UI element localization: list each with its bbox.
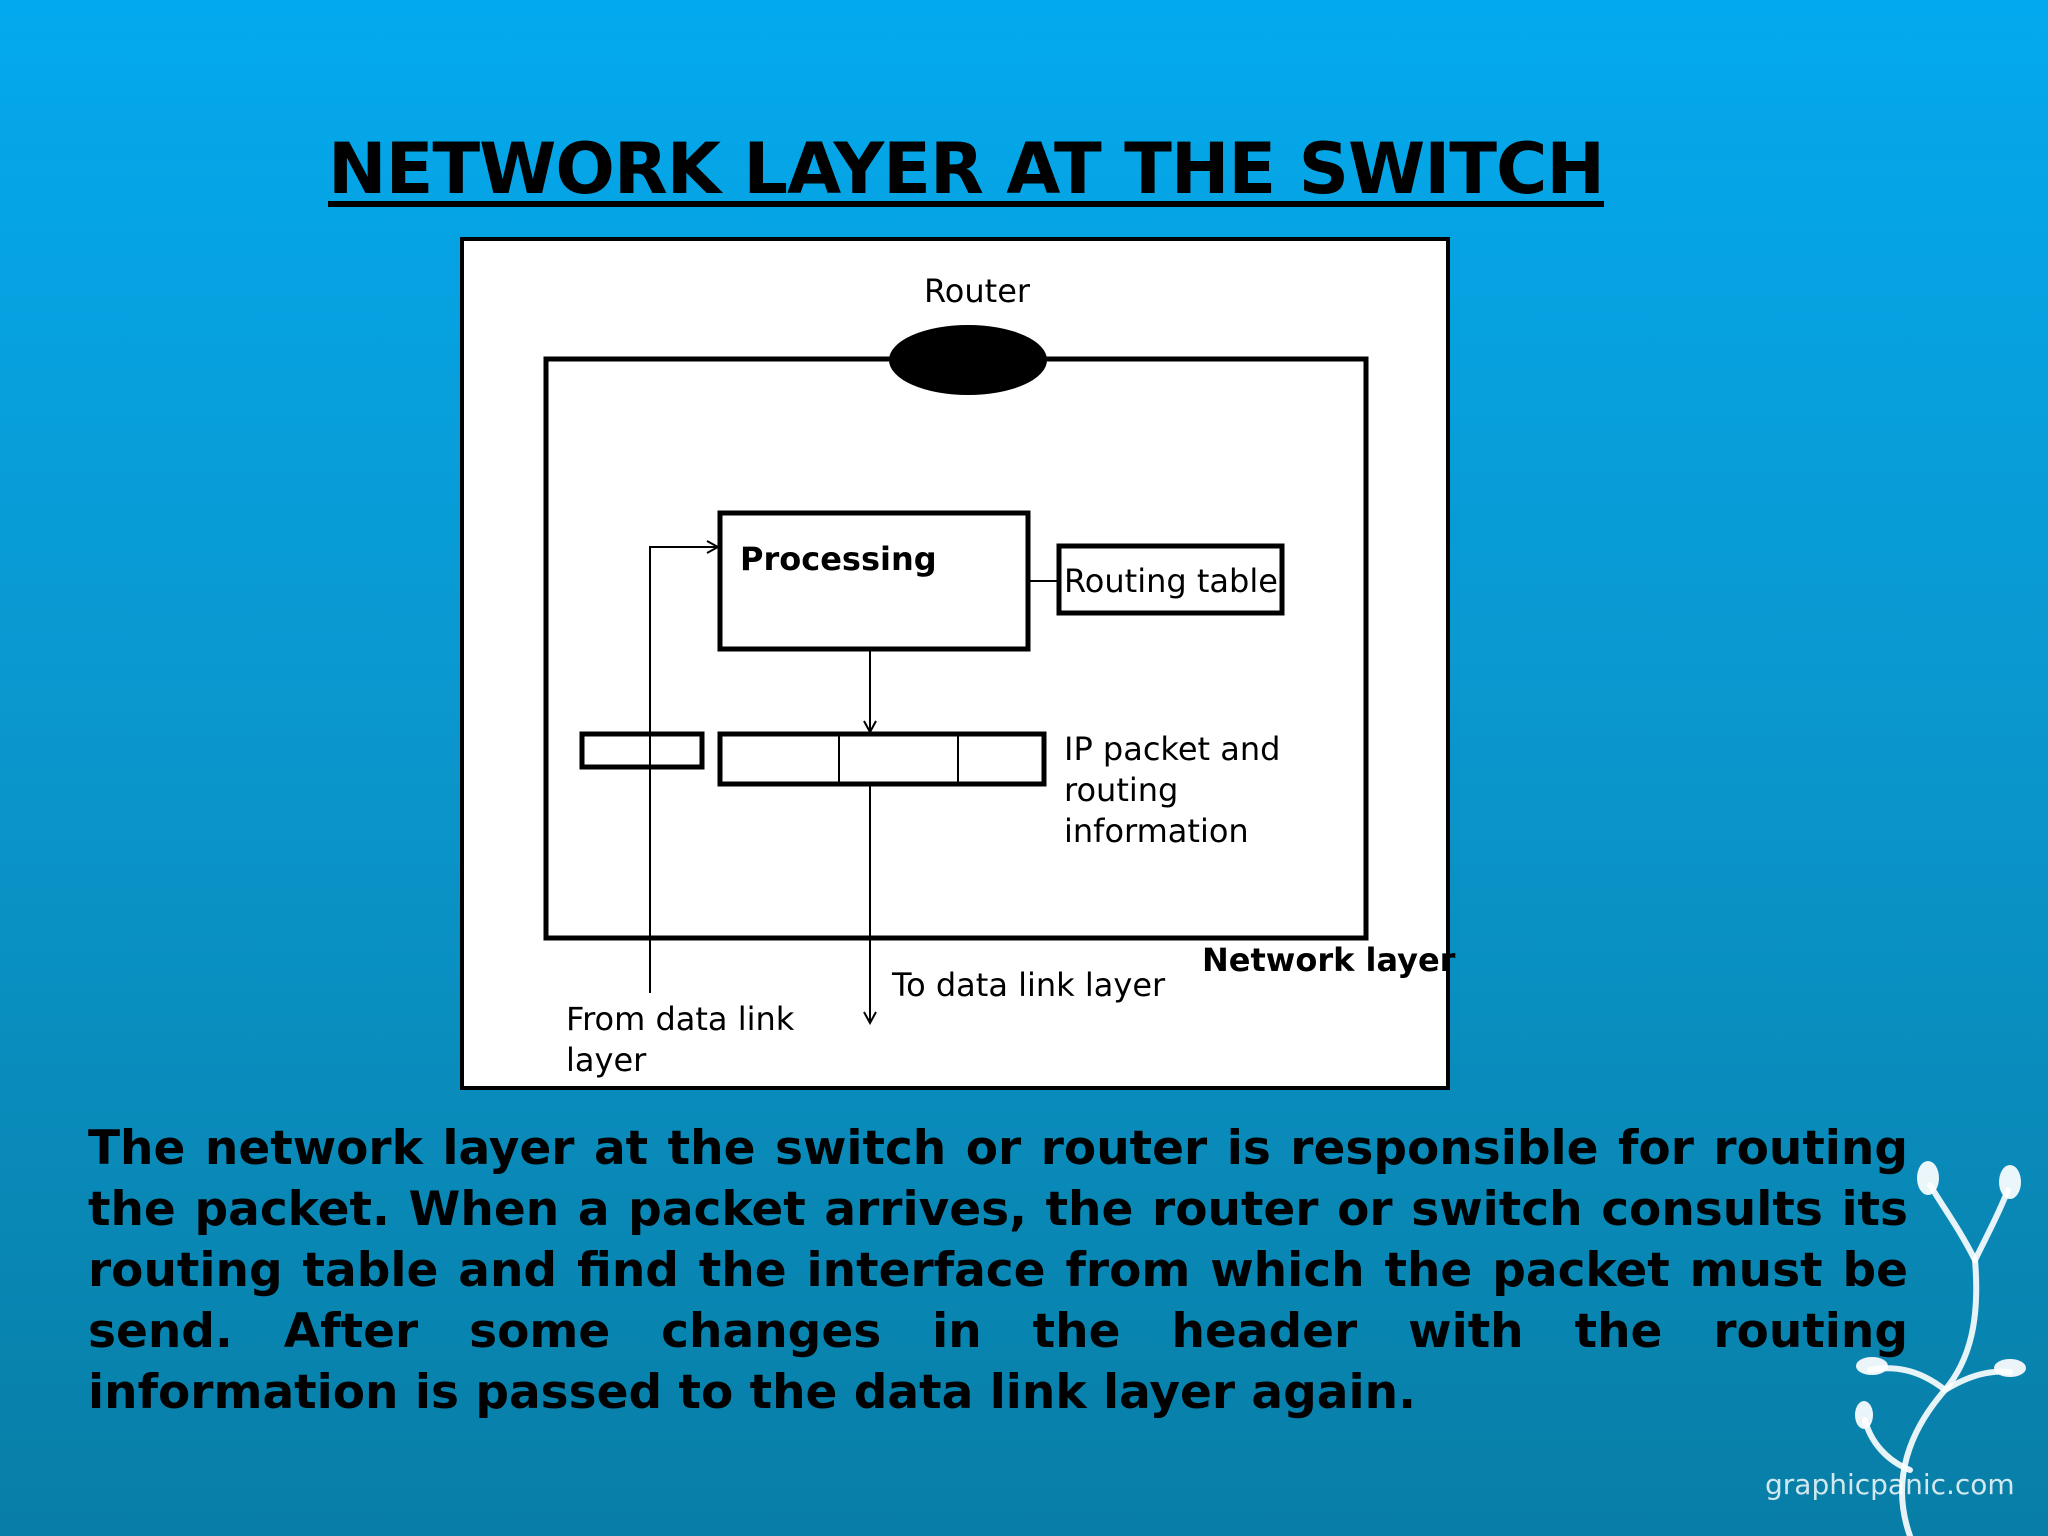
network-layer-label: Network layer <box>1202 941 1456 979</box>
ip-packet-box <box>717 731 1047 787</box>
packet-info-line: routing <box>1064 771 1179 809</box>
flower-decoration-icon <box>1855 1161 2026 1536</box>
from-data-link-line: layer <box>566 1041 647 1079</box>
from-data-link-line: From data link <box>566 1000 795 1038</box>
input-buffer-box <box>579 731 705 770</box>
packet-info-line: information <box>1064 812 1249 850</box>
processing-box <box>717 510 1031 652</box>
diagram-panel: Router Processing Routing table IP packe… <box>460 237 1455 1090</box>
router-node <box>889 325 1047 395</box>
network-layer-diagram <box>543 325 1369 1086</box>
packet-info-line: IP packet and <box>1064 730 1281 768</box>
body-paragraph: The network layer at the switch or route… <box>88 1121 1908 1420</box>
slide-title: NETWORK LAYER AT THE SWITCH <box>328 128 1605 210</box>
routing-table-box <box>1056 543 1285 616</box>
to-data-link-label: To data link layer <box>892 966 1166 1004</box>
watermark-text: graphicpanic.com <box>1765 1468 2015 1501</box>
router-label: Router <box>924 272 1031 310</box>
from-data-link-arrow <box>649 547 718 993</box>
processing-label: Processing <box>740 540 937 578</box>
routing-table-label: Routing table <box>1064 562 1278 600</box>
